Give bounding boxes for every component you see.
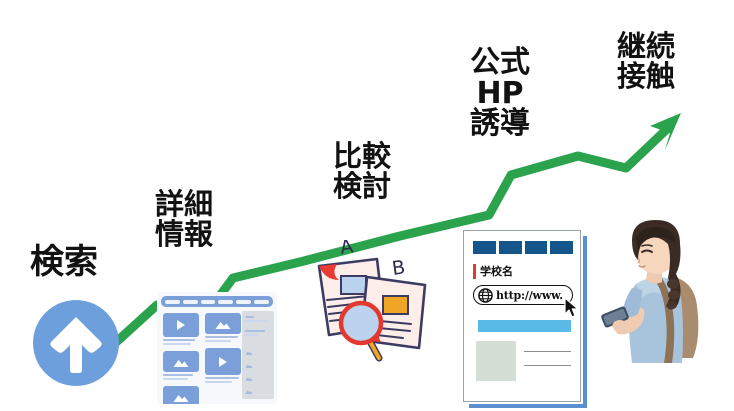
video-thumb — [205, 348, 241, 375]
homepage-card-icon: 学校名 http://www. — [463, 230, 581, 402]
url-pill[interactable]: http://www. — [473, 285, 573, 305]
image-icon — [215, 321, 231, 329]
homepage-text-line — [524, 351, 571, 352]
wireframe-navbar — [161, 296, 273, 307]
sidebar-row — [245, 369, 271, 381]
documents-magnifier-icon: A B — [317, 240, 427, 362]
red-accent-bar — [473, 263, 476, 279]
sidebar-row — [245, 343, 271, 355]
image-icon — [245, 390, 253, 394]
sidebar-row — [245, 382, 271, 394]
nav-item[interactable] — [498, 241, 522, 254]
svg-text:A: A — [339, 240, 355, 259]
student-phone-photo — [601, 220, 699, 363]
sidebar-row — [245, 314, 271, 323]
nav-item[interactable] — [473, 241, 496, 254]
school-name-heading: 学校名 — [473, 263, 513, 279]
image-icon — [245, 364, 253, 368]
nav-item[interactable] — [550, 241, 573, 254]
image-thumb — [163, 386, 199, 404]
globe-icon — [478, 287, 493, 303]
sidebar-row — [245, 356, 271, 368]
wireframe-site-icon — [157, 292, 277, 404]
homepage-banner — [478, 320, 571, 332]
stage-label-compare: 比較 検討 — [333, 139, 392, 203]
video-thumb — [163, 313, 199, 337]
play-icon — [177, 320, 185, 330]
play-icon — [219, 356, 227, 367]
image-icon — [173, 394, 189, 402]
up-arrow-circle-icon — [50, 317, 102, 373]
homepage-navbar[interactable] — [473, 241, 573, 254]
image-icon — [245, 377, 253, 381]
homepage-card-shadow — [469, 236, 587, 408]
image-icon — [173, 359, 189, 367]
nav-item[interactable] — [524, 241, 548, 254]
stage-label-detail: 詳細 情報 — [155, 187, 214, 251]
svg-text:B: B — [391, 256, 407, 280]
search-node[interactable] — [33, 300, 119, 386]
sidebar-row — [245, 328, 271, 337]
wireframe-col-middle — [205, 313, 241, 383]
image-thumb — [163, 351, 199, 372]
cursor-pointer-icon — [564, 297, 579, 318]
stage-label-contact: 継続 接触 — [617, 29, 676, 93]
wireframe-sidebar — [242, 311, 274, 399]
image-icon — [245, 351, 253, 355]
stage-label-search: 検索 — [30, 242, 98, 282]
wireframe-col-left — [163, 313, 199, 404]
homepage-text-line — [524, 365, 571, 366]
url-text: http://www. — [496, 288, 563, 302]
image-thumb — [205, 313, 241, 334]
stage-label-official: 公式 HP 誘導 — [470, 45, 530, 142]
homepage-image-placeholder — [476, 341, 516, 381]
